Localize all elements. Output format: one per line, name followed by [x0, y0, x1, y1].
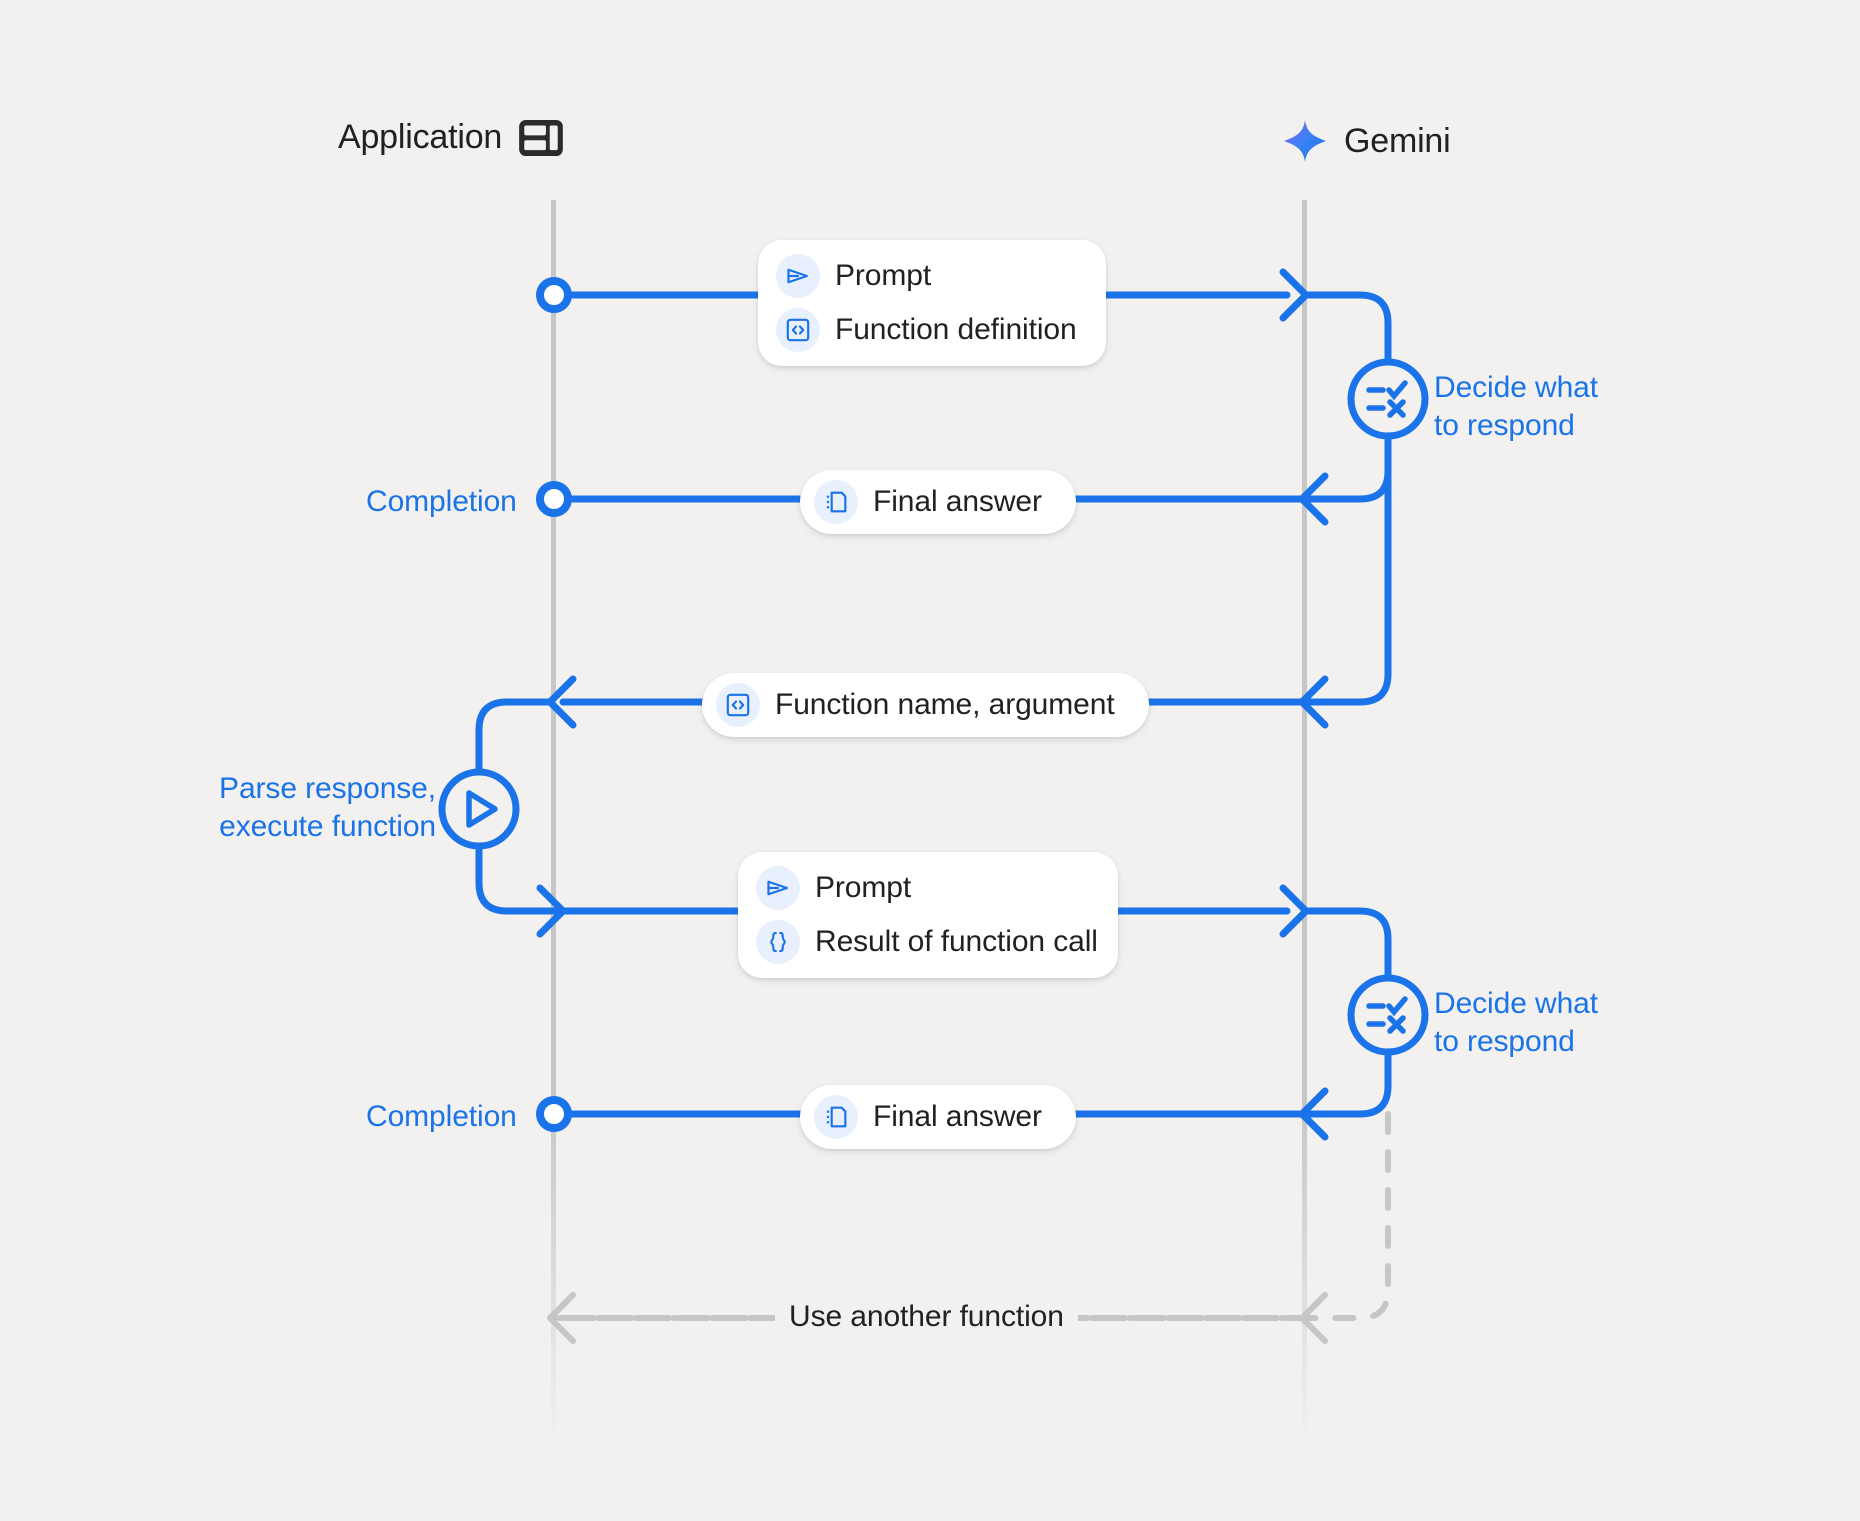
- message-label: Prompt: [815, 871, 912, 904]
- message-card-prompt-function-definition: Prompt Function definition: [758, 240, 1106, 366]
- send-icon: [776, 254, 820, 298]
- message-label: Prompt: [835, 259, 932, 292]
- message-card-function-name-argument: Function name, argument: [702, 673, 1149, 737]
- parse-execute-node: [438, 768, 554, 915]
- code-brackets-icon: [716, 683, 760, 727]
- message-card-final-answer-1: Final answer: [800, 470, 1076, 534]
- message-row: Result of function call: [756, 920, 1098, 964]
- message-card-prompt-result-of-function-call: Prompt Result of function call: [738, 852, 1118, 978]
- message-row: Prompt: [756, 866, 1090, 910]
- send-icon: [756, 866, 800, 910]
- column-header-application: Application: [338, 118, 564, 157]
- annotation-use-another-function: Use another function: [775, 1300, 1078, 1334]
- app-origin-node-1: [536, 277, 572, 313]
- message-label: Final answer: [873, 485, 1042, 518]
- completion-node-2: [536, 1096, 572, 1132]
- article-icon: [814, 1095, 858, 1139]
- annotation-completion-2: Completion: [366, 1100, 517, 1133]
- decide-node-2: [1302, 974, 1429, 1118]
- gemini-sparkle-icon: [1282, 118, 1328, 164]
- gemini-title: Gemini: [1344, 121, 1451, 160]
- message-row: Final answer: [814, 480, 1042, 524]
- message-row: Prompt: [776, 254, 1078, 298]
- message-label: Result of function call: [815, 925, 1098, 958]
- message-card-final-answer-2: Final answer: [800, 1085, 1076, 1149]
- code-brackets-icon: [776, 308, 820, 352]
- message-label: Function definition: [835, 313, 1077, 346]
- annotation-parse-response-execute-function: Parse response, execute function: [219, 772, 436, 844]
- message-row: Function name, argument: [716, 683, 1115, 727]
- gemini-lifeline: [1302, 200, 1307, 1445]
- article-icon: [814, 480, 858, 524]
- dashboard-layout-icon: [518, 119, 564, 157]
- message-row: Final answer: [814, 1095, 1042, 1139]
- connector-loop-back: [553, 1111, 1391, 1321]
- annotation-decide-what-to-respond-1: Decide what to respond: [1434, 371, 1598, 443]
- annotation-decide-what-to-respond-2: Decide what to respond: [1434, 987, 1598, 1059]
- application-lifeline: [551, 200, 556, 1445]
- message-label: Final answer: [873, 1100, 1042, 1133]
- message-label: Function name, argument: [775, 688, 1115, 721]
- completion-node-1: [536, 481, 572, 517]
- application-title: Application: [338, 118, 503, 156]
- curly-braces-icon: [756, 920, 800, 964]
- loop-back-arrowheads: [547, 1292, 1328, 1344]
- column-header-gemini: Gemini: [1282, 118, 1451, 164]
- message-row: Function definition: [776, 308, 1078, 352]
- annotation-completion-1: Completion: [366, 485, 517, 518]
